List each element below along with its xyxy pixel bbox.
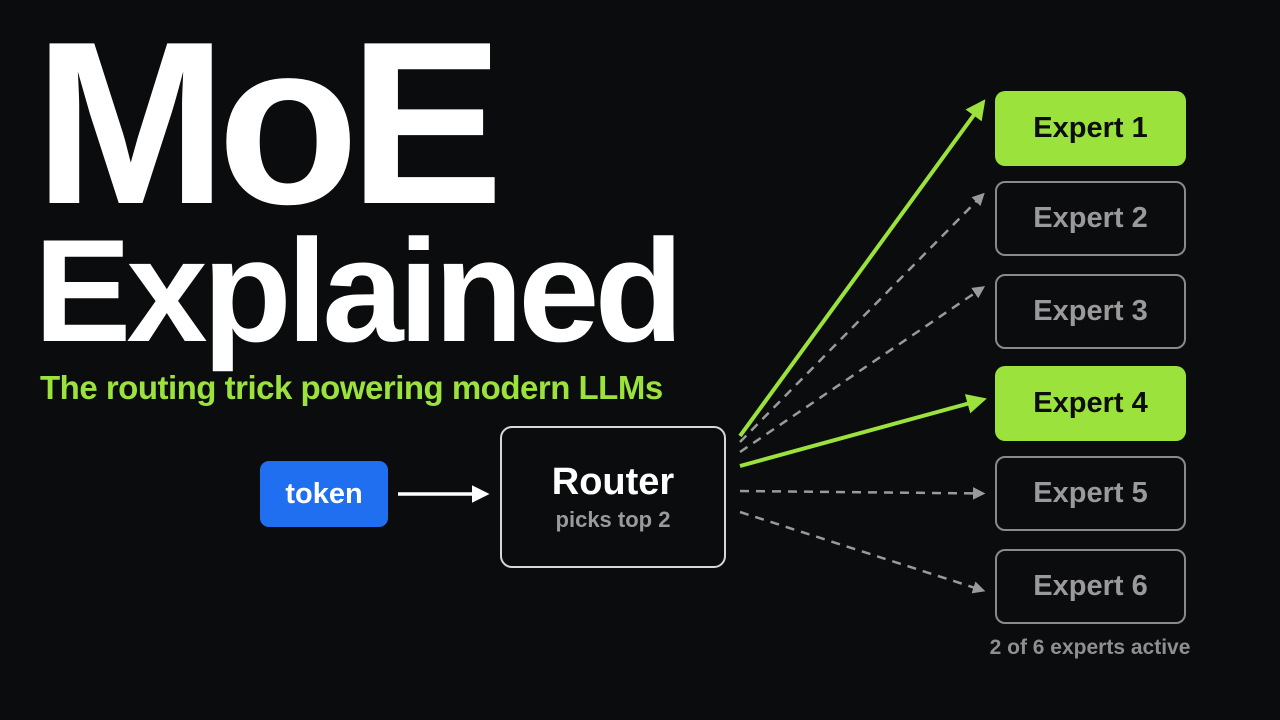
title-moe: MoE xyxy=(34,0,504,253)
expert-box-2: Expert 2 xyxy=(995,181,1186,256)
subtitle: The routing trick powering modern LLMs xyxy=(40,369,663,406)
router-box: Router picks top 2 xyxy=(500,426,726,568)
title-explained: Explained xyxy=(34,209,684,372)
router-title: Router xyxy=(551,461,675,503)
expert-box-4: Expert 4 xyxy=(995,366,1186,441)
dashed-arrow-icon xyxy=(739,286,986,454)
expert-label: Expert 4 xyxy=(1033,387,1148,419)
expert-label: Expert 5 xyxy=(1033,477,1148,509)
router-to-expert-arrows xyxy=(738,99,987,594)
dashed-arrow-icon xyxy=(739,510,986,594)
token-box: token xyxy=(260,461,388,527)
expert-box-5: Expert 5 xyxy=(995,456,1186,531)
expert-label: Expert 1 xyxy=(1033,112,1148,144)
expert-box-1: Expert 1 xyxy=(995,91,1186,166)
expert-box-3: Expert 3 xyxy=(995,274,1186,349)
expert-label: Expert 6 xyxy=(1033,570,1148,602)
expert-box-6: Expert 6 xyxy=(995,549,1186,624)
solid-arrow-icon xyxy=(739,394,987,468)
dashed-arrow-icon xyxy=(739,192,985,443)
expert-label: Expert 3 xyxy=(1033,295,1148,327)
token-label: token xyxy=(285,477,363,510)
experts-active-note: 2 of 6 experts active xyxy=(989,636,1191,659)
solid-arrow-icon xyxy=(738,99,986,438)
dashed-arrow-icon xyxy=(739,487,986,500)
router-subtitle: picks top 2 xyxy=(555,507,671,532)
expert-label: Expert 2 xyxy=(1033,202,1148,234)
